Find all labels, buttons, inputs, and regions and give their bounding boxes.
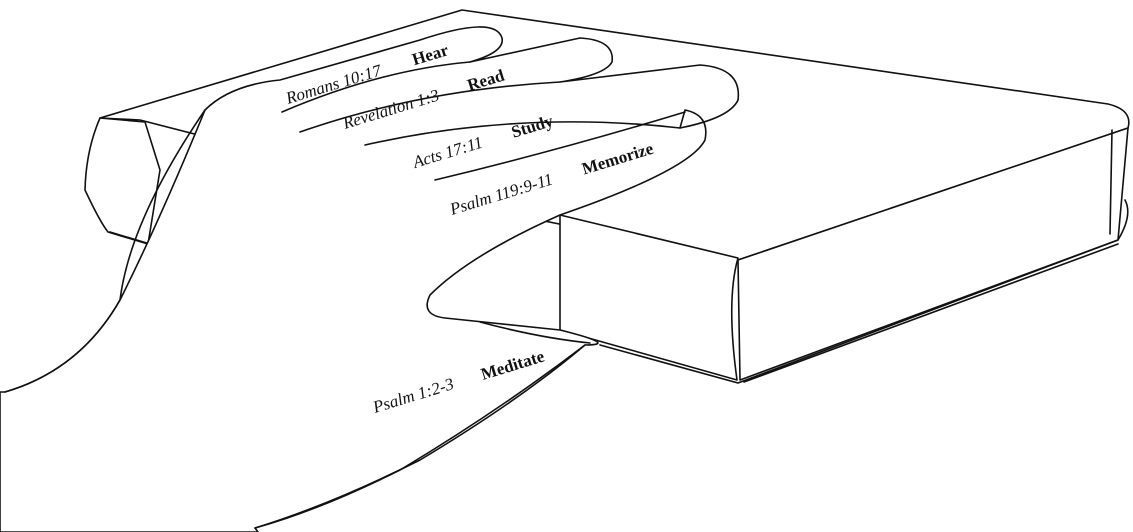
finger-line-2: [299, 81, 561, 133]
finger-line-3: [364, 121, 681, 146]
hand: [0, 26, 740, 532]
wrist-line-bottom: [254, 344, 586, 529]
wrist-line-top: [4, 109, 206, 393]
thumb-line: [479, 321, 591, 344]
finger-line-1: [281, 61, 471, 113]
finger-line-4: [434, 111, 686, 181]
bible-bottom-edge: [599, 199, 1129, 384]
bible-left-end: [84, 117, 161, 245]
bible-rear-edge: [109, 231, 151, 245]
bible-page-line-1: [1109, 129, 1113, 235]
bible-page-line-2: [743, 243, 1119, 383]
bible-front-cover: [559, 214, 739, 381]
